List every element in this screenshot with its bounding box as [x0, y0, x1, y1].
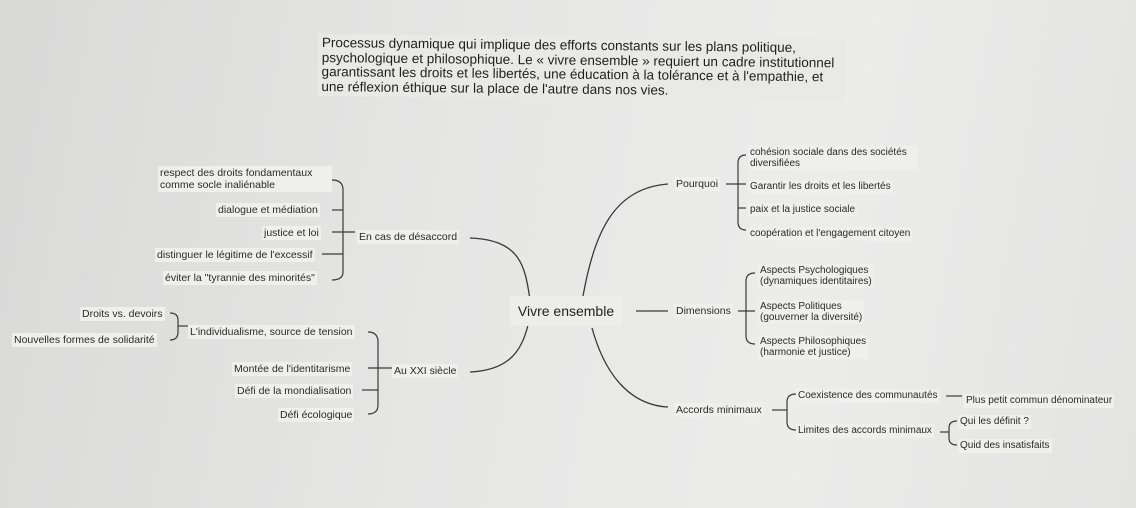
- brace-limites: [948, 420, 958, 446]
- desaccord-item-legitime: distinguer le légitime de l'excessif: [155, 248, 315, 262]
- individualisme-sub-solidarite: Nouvelles formes de solidarité: [12, 333, 157, 347]
- desaccord-item-dialogue: dialogue et médiation: [216, 203, 320, 217]
- connector-xxi: [469, 324, 529, 373]
- desaccord-item-justice: justice et loi: [262, 226, 321, 240]
- limites-sub-qui: Qui les définit ?: [958, 415, 1031, 429]
- accords-coexistence-sub: Plus petit commun dénominateur: [964, 394, 1115, 408]
- desaccord-item-respect: respect des droits fondamentaux comme so…: [158, 166, 332, 192]
- dimension-politiques: Aspects Politiques (gouverner la diversi…: [758, 300, 865, 324]
- center-node: Vivre ensemble: [510, 296, 622, 326]
- pourquoi-item-cooperation: coopération et l'engagement citoyen: [748, 227, 913, 241]
- dimension-psychologiques-sub: (dynamiques identitaires): [760, 276, 872, 287]
- brace-desaccord: [331, 179, 344, 281]
- accords-coexistence: Coexistence des communautés: [796, 389, 940, 403]
- node-dimensions: Dimensions: [674, 304, 733, 318]
- pourquoi-item-cohesion: cohésion sociale dans des sociétés diver…: [748, 146, 917, 170]
- brace-individualisme: [169, 312, 179, 341]
- xxi-item-individualisme: L'individualisme, source de tension: [188, 325, 355, 339]
- dimension-psychologiques-title: Aspects Psychologiques: [760, 265, 869, 276]
- dimension-philosophiques-title: Aspects Philosophiques: [760, 336, 867, 347]
- brace-dimensions: [745, 272, 756, 345]
- limites-sub-insatisfaits: Quid des insatisfaits: [958, 439, 1052, 453]
- node-desaccord: En cas de désaccord: [357, 230, 460, 244]
- pourquoi-item-droits: Garantir les droits et les libertés: [748, 180, 893, 194]
- dimension-philosophiques-sub: (harmonie et justice): [760, 347, 851, 358]
- node-xxi: Au XXI siècle: [392, 364, 459, 378]
- brace-xxi: [367, 331, 379, 415]
- dimension-politiques-title: Aspects Politiques: [760, 301, 842, 312]
- brace-pourquoi: [737, 154, 747, 231]
- xxi-item-mondialisation: Défi de la mondialisation: [235, 384, 354, 398]
- dimension-psychologiques: Aspects Psychologiques (dynamiques ident…: [758, 264, 874, 288]
- individualisme-sub-droits: Droits vs. devoirs: [80, 307, 165, 321]
- node-pourquoi: Pourquoi: [674, 177, 721, 191]
- intro-text: Processus dynamique qui implique des eff…: [317, 34, 846, 102]
- xxi-item-ecologique: Défi écologique: [278, 408, 355, 422]
- brace-accords: [786, 393, 797, 431]
- node-accords: Accords minimaux: [674, 403, 764, 417]
- accords-limites: Limites des accords minimaux: [796, 424, 934, 438]
- dimension-philosophiques: Aspects Philosophiques (harmonie et just…: [758, 335, 869, 359]
- connector-desaccord: [469, 237, 531, 301]
- dimension-politiques-sub: (gouverner la diversité): [760, 312, 863, 323]
- connector-accords: [591, 327, 669, 408]
- connector-pourquoi: [582, 183, 669, 297]
- xxi-item-identitarisme: Montée de l'identitarisme: [232, 362, 353, 376]
- desaccord-item-tyrannie: éviter la "tyrannie des minorités": [163, 271, 317, 285]
- pourquoi-item-paix: paix et la justice sociale: [748, 203, 858, 217]
